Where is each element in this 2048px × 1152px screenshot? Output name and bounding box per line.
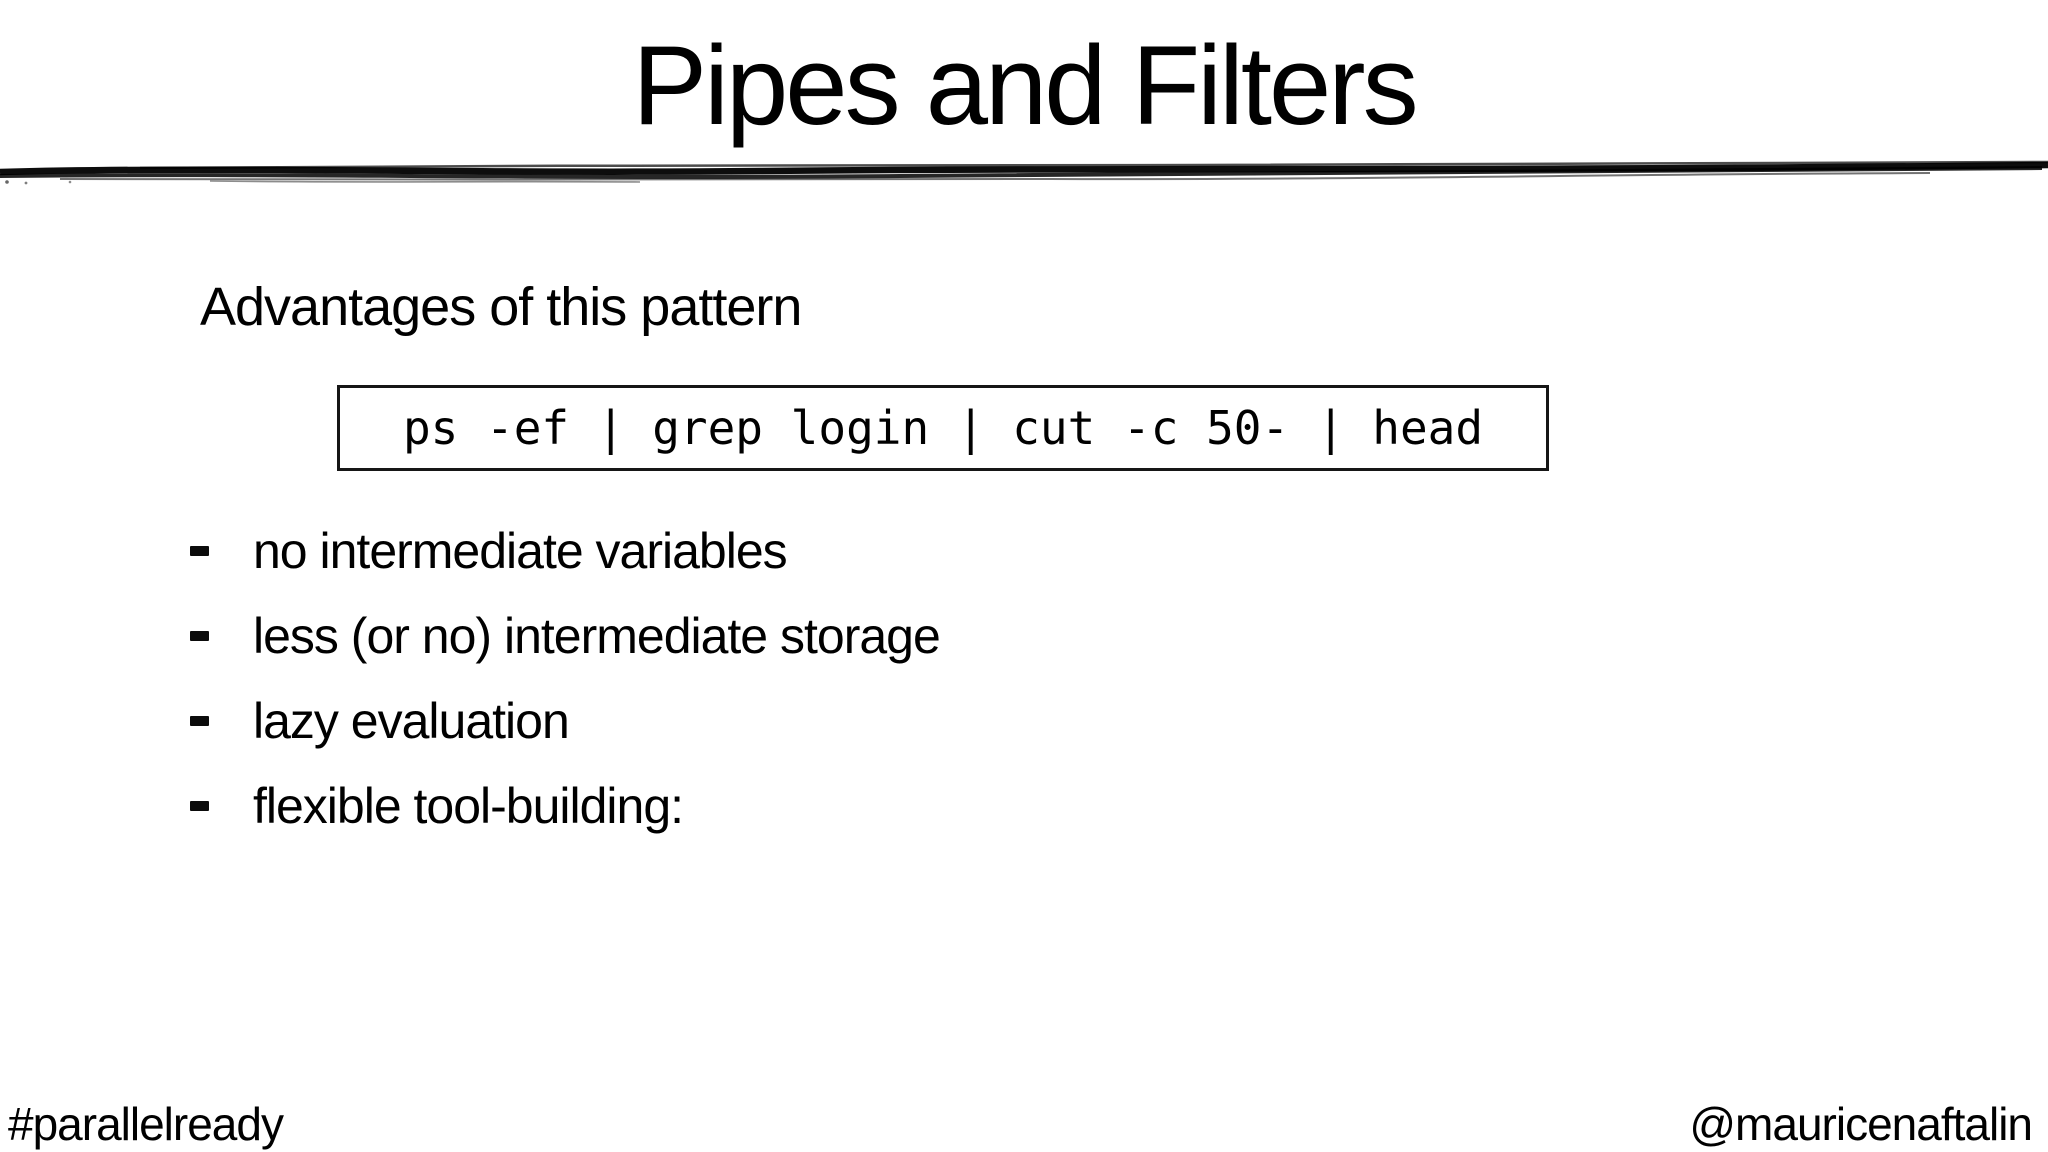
- bullet-dash-icon: [190, 545, 209, 556]
- list-item: lazy evaluation: [190, 678, 940, 763]
- bullet-text: less (or no) intermediate storage: [253, 607, 941, 664]
- code-box: ps -ef | grep login | cut -c 50- | head: [337, 385, 1549, 471]
- page-title: Pipes and Filters: [632, 23, 1418, 148]
- bullet-dash-icon: [190, 715, 209, 726]
- list-item: no intermediate variables: [190, 508, 940, 593]
- section-heading: Advantages of this pattern: [200, 277, 802, 337]
- bullet-list: no intermediate variables less (or no) i…: [190, 508, 941, 848]
- bullet-dash-icon: [190, 630, 209, 641]
- title-underline-rough-line: [0, 160, 2048, 185]
- footer-hashtag: #parallelready: [8, 1098, 284, 1150]
- bullet-dash-icon: [190, 800, 209, 811]
- bullet-text: lazy evaluation: [253, 692, 570, 749]
- bullet-text: no intermediate variables: [253, 522, 788, 579]
- code-snippet: ps -ef | grep login | cut -c 50- | head: [402, 401, 1484, 455]
- footer-twitter-handle: @mauricenaftalin: [1689, 1098, 2033, 1150]
- list-item: flexible tool-building:: [190, 763, 940, 848]
- list-item: less (or no) intermediate storage: [190, 593, 941, 678]
- bullet-text: flexible tool-building:: [253, 777, 684, 834]
